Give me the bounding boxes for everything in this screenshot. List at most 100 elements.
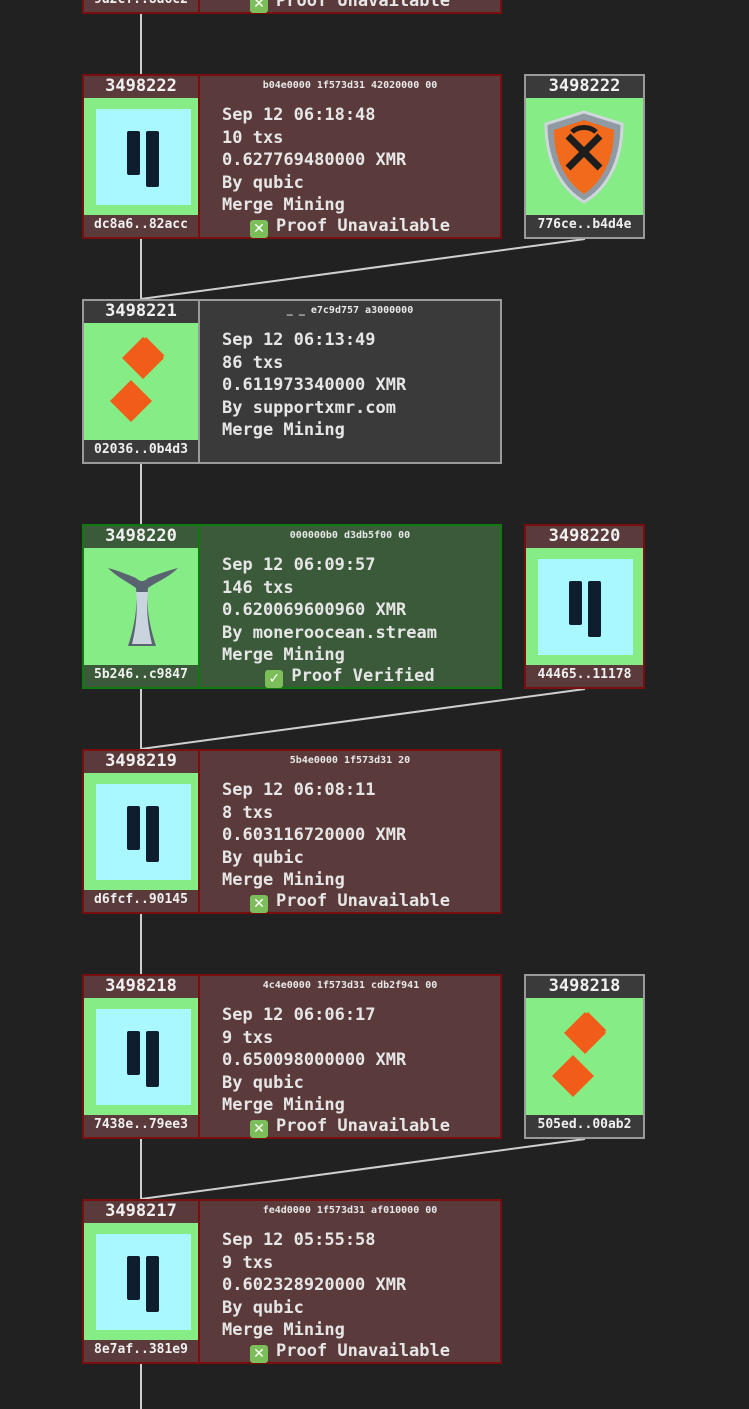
block-height: 3498219: [84, 751, 198, 773]
block-id[interactable]: 9d2cf..8d6c2: [84, 0, 198, 12]
block-id[interactable]: 44465..11178: [526, 665, 643, 687]
uncle-block-3498218[interactable]: 3498218 505ed..00ab2: [524, 974, 645, 1139]
cross-icon: ✕: [250, 0, 268, 13]
block-miner: By supportxmr.com: [222, 397, 396, 418]
block-miner: By qubic: [222, 847, 304, 868]
block-reward: 0.611973340000 XMR: [222, 375, 407, 395]
extra-nonce: b04e0000 1f573d31 42020000 00: [262, 80, 438, 91]
miner-logo: [526, 998, 643, 1119]
block-height: 3498218: [526, 976, 643, 998]
block-id[interactable]: d6fcf..90145: [84, 890, 198, 912]
block-info: b04e0000 1f573d31 42020000 00 Sep 12 06:1…: [200, 74, 502, 239]
uncle-tile[interactable]: 3498218 505ed..00ab2: [524, 974, 645, 1139]
block-id[interactable]: 505ed..00ab2: [526, 1115, 643, 1137]
miner-logo: [84, 548, 198, 669]
block-tile[interactable]: 3498217 8e7af..381e9: [82, 1199, 200, 1364]
proof-status: ✕Proof Unavailable: [200, 891, 500, 913]
extra-nonce: 4c4e0000 1f573d31 cdb2f941 00: [262, 980, 438, 991]
miner-logo: [84, 998, 198, 1119]
block-id[interactable]: 5b246..c9847: [84, 665, 198, 687]
cross-icon: ✕: [250, 895, 268, 913]
block-id[interactable]: 776ce..b4d4e: [526, 215, 643, 237]
merge-mining: Merge Mining: [222, 420, 345, 440]
block-miner: By moneroocean.stream: [222, 622, 437, 643]
merge-mining: Merge Mining: [222, 645, 345, 665]
cross-icon: ✕: [250, 1345, 268, 1363]
proof-status: ✕Proof Unavailable: [200, 1116, 500, 1138]
block-txs: 10 txs: [222, 127, 284, 148]
block-height: 3498222: [526, 76, 643, 98]
proof-label: Proof Unavailable: [276, 216, 450, 236]
uncle-tile[interactable]: 3498222 776ce..b4d4e: [524, 74, 645, 239]
proof-label: Proof Verified: [291, 666, 435, 686]
merge-mining: Merge Mining: [222, 870, 345, 890]
block-id[interactable]: 7438e..79ee3: [84, 1115, 198, 1137]
block-time: Sep 12 06:08:11: [222, 780, 376, 800]
block-info: ✕ Proof Unavailable: [200, 0, 502, 14]
miner-logo: [84, 773, 198, 894]
proof-status: ✕ Proof Unavailable: [200, 0, 500, 13]
block-height: 3498220: [526, 526, 643, 548]
block-tile[interactable]: 3498220 5b246..c9847: [82, 524, 200, 689]
block-tile[interactable]: 9d2cf..8d6c2: [82, 0, 200, 14]
uncle-block-3498222[interactable]: 3498222 776ce..b4d4e: [524, 74, 645, 239]
block-txs: 86 txs: [222, 352, 284, 373]
miner-logo: [526, 98, 643, 219]
proof-status: ✓ Proof Verified: [200, 666, 500, 688]
block-tile[interactable]: 3498219 d6fcf..90145: [82, 749, 200, 914]
block-height: 3498222: [84, 76, 198, 98]
block-id[interactable]: 8e7af..381e9: [84, 1340, 198, 1362]
proof-status: ✕ Proof Unavailable: [200, 1341, 500, 1363]
proof-label: Proof Unavailable: [276, 0, 450, 11]
block-3498219[interactable]: 3498219 d6fcf..90145 5b4e0000 1f573d31 20 S…: [82, 749, 502, 914]
merge-mining: Merge Mining: [222, 1320, 345, 1340]
block-txs: 9 txs: [222, 1252, 274, 1273]
block-tile[interactable]: 3498222 dc8a6..82acc: [82, 74, 200, 239]
block-id[interactable]: 02036..0b4d3: [84, 440, 198, 462]
block-time: Sep 12 06:06:17: [222, 1005, 376, 1025]
miner-logo: [526, 548, 643, 669]
extra-nonce: 000000b0 d3db5f00 00: [289, 530, 411, 541]
block-reward: 0.650098000000 XMR: [222, 1050, 407, 1070]
cross-icon: ✕: [250, 220, 268, 238]
block-txs: 9 txs: [222, 1027, 274, 1048]
block-miner: By qubic: [222, 172, 304, 193]
block-id[interactable]: dc8a6..82acc: [84, 215, 198, 237]
proof-label: Proof Unavailable: [276, 1341, 450, 1361]
miner-logo: [84, 323, 198, 444]
block-partial-top[interactable]: 9d2cf..8d6c2 ✕ Proof Unavailable: [82, 0, 502, 14]
block-info: fe4d0000 1f573d31 af010000 00 Sep 12 05:5…: [200, 1199, 502, 1364]
proof-status: ✕ Proof Unavailable: [200, 216, 500, 238]
block-height: 3498217: [84, 1201, 198, 1223]
block-reward: 0.603116720000 XMR: [222, 825, 407, 845]
block-miner: By qubic: [222, 1072, 304, 1093]
miner-logo: [84, 1223, 198, 1344]
block-time: Sep 12 06:09:57: [222, 555, 376, 575]
block-3498220[interactable]: 3498220 5b246..c9847 000000b0 d3db5f00 00 S…: [82, 524, 502, 689]
extra-nonce: 5b4e0000 1f573d31 20: [289, 755, 411, 766]
cross-icon: ✕: [250, 1120, 268, 1138]
block-height: 3498220: [84, 526, 198, 548]
check-icon: ✓: [265, 670, 284, 688]
merge-mining: Merge Mining: [222, 1095, 345, 1115]
miner-logo: [84, 98, 198, 219]
block-txs: 146 txs: [222, 577, 294, 598]
uncle-block-3498220[interactable]: 3498220 44465..11178: [524, 524, 645, 689]
block-reward: 0.620069600960 XMR: [222, 600, 407, 620]
uncle-tile[interactable]: 3498220 44465..11178: [524, 524, 645, 689]
extra-nonce: fe4d0000 1f573d31 af010000 00: [262, 1205, 438, 1216]
